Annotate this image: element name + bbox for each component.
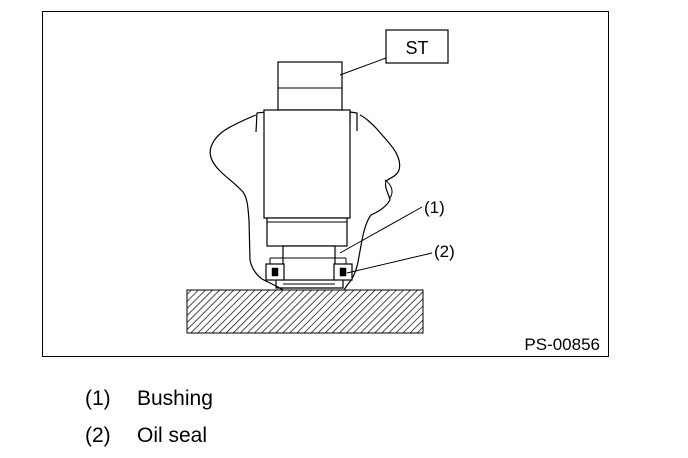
installer-tool-head xyxy=(277,61,343,111)
legend-text: Oil seal xyxy=(137,424,208,447)
legend-text: Bushing xyxy=(137,387,213,410)
work-table xyxy=(186,289,424,334)
installer-tool-shaft xyxy=(263,109,351,219)
seal-lip-detail xyxy=(271,267,347,277)
callout-2-leader xyxy=(346,252,433,274)
figure-code: PS-00856 xyxy=(524,335,600,354)
installer-tool-step xyxy=(266,217,348,247)
st-label-box xyxy=(385,29,449,64)
legend-item-bushing: (1) Bushing xyxy=(85,384,485,421)
callout-1-leader xyxy=(339,206,423,254)
callout-1-label: (1) xyxy=(424,198,445,217)
legend-number: (1) xyxy=(85,387,111,410)
housing-bottom-collar xyxy=(275,280,344,289)
bushing xyxy=(282,245,336,281)
callout-2-label: (2) xyxy=(434,242,455,261)
legend: (1) Bushing (2) Oil seal xyxy=(85,384,485,458)
legend-number: (2) xyxy=(85,424,111,447)
legend-item-oil-seal: (2) Oil seal xyxy=(85,421,485,458)
st-leader-line xyxy=(339,57,387,76)
housing-inner-curve xyxy=(384,179,393,199)
st-label: ST xyxy=(405,38,428,58)
gearbox-housing xyxy=(209,114,284,291)
